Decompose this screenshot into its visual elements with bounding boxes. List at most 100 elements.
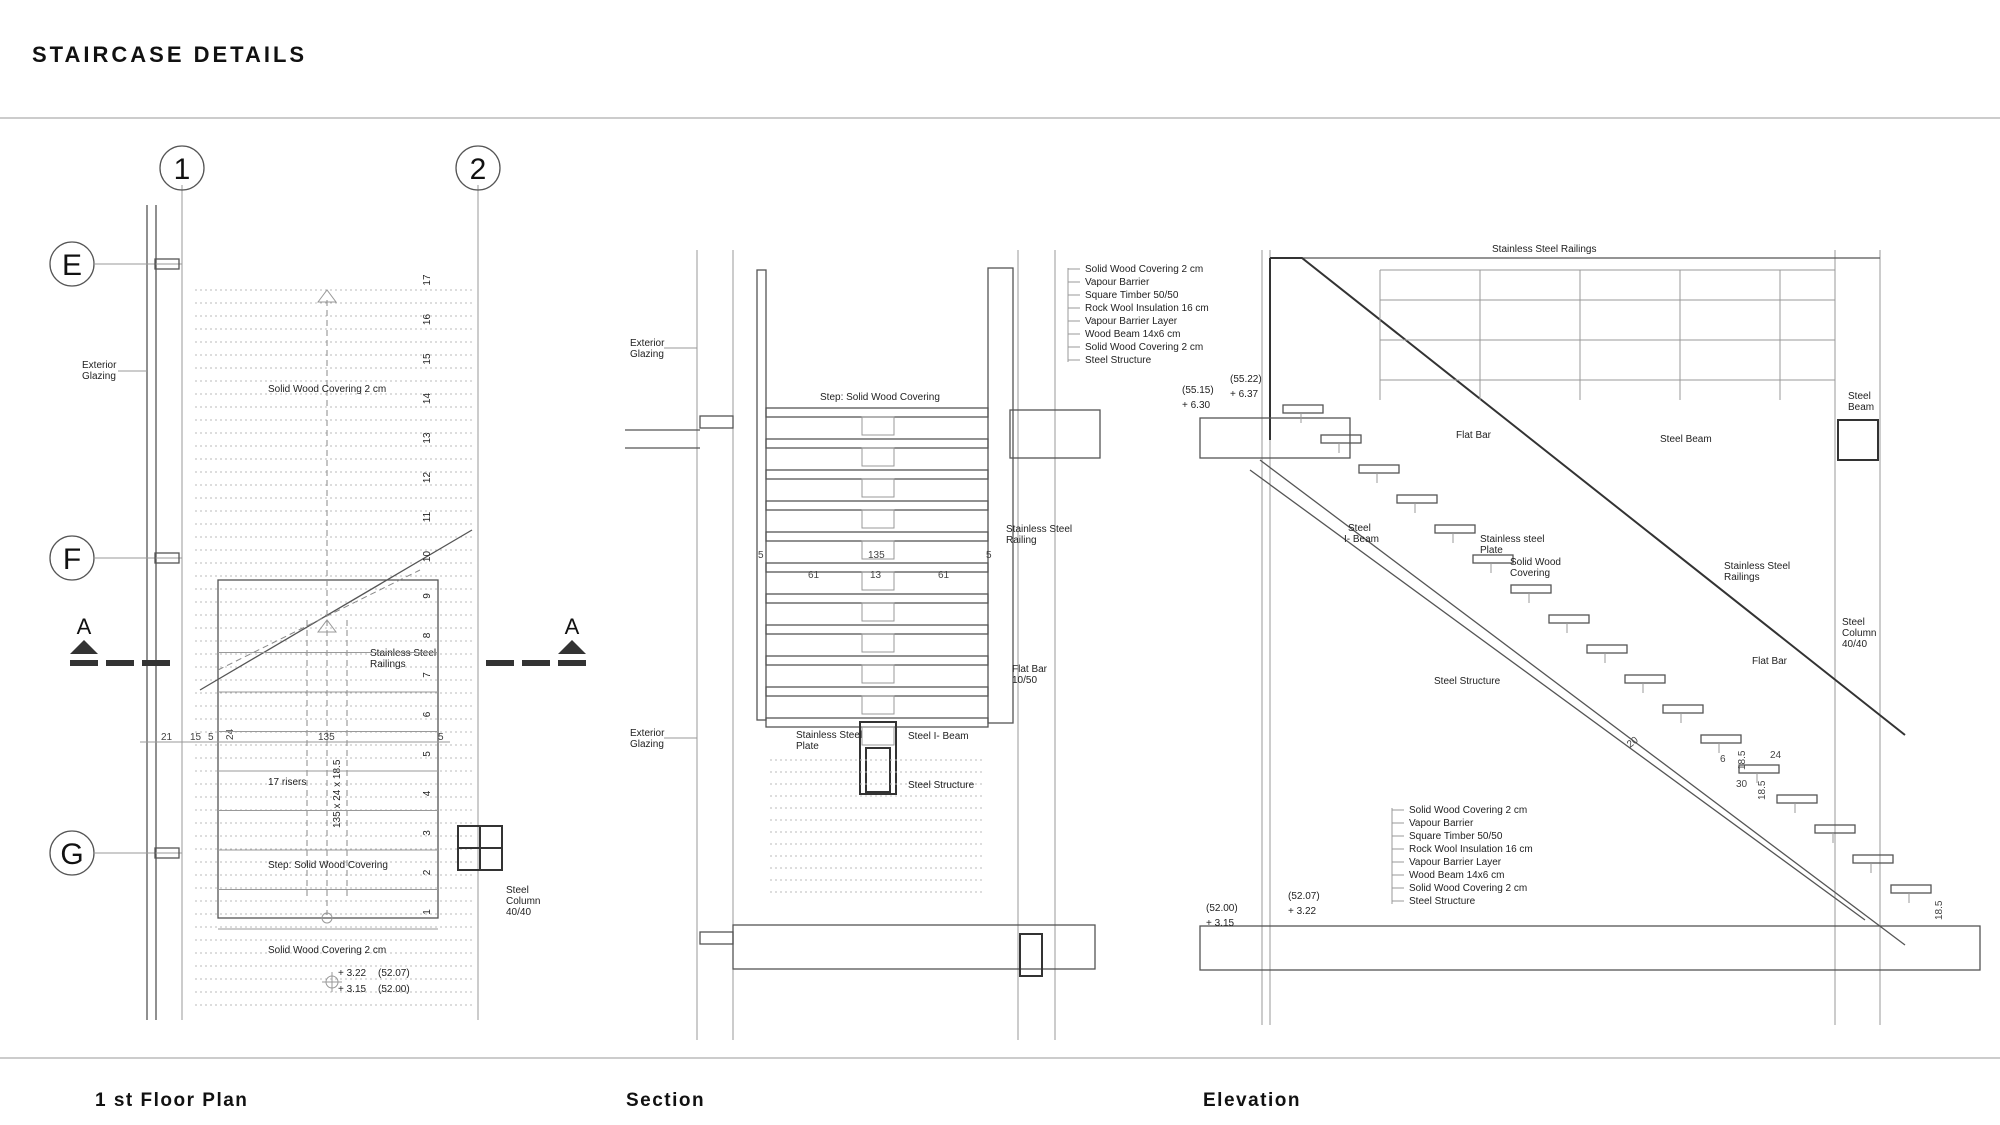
elevation-layer-label: Wood Beam 14x6 cm [1409, 870, 1504, 881]
section-support [861, 540, 895, 560]
plan-step-number: 11 [422, 511, 433, 522]
elevation-step [1776, 794, 1818, 804]
elevation-step [1624, 674, 1666, 684]
svg-text:+ 6.37: + 6.37 [1230, 389, 1259, 400]
section-step [765, 655, 989, 666]
section-support [861, 664, 895, 684]
plan-solid-wood-top: Solid Wood Covering 2 cm [268, 384, 386, 395]
plan-step-number: 1 [422, 909, 433, 915]
svg-text:18.5: 18.5 [1934, 900, 1945, 920]
floor-plan: 1 2 E F G A A Ext [49, 145, 586, 1020]
section-support [861, 602, 895, 622]
section-step [765, 438, 989, 449]
plan-step-number: 16 [422, 314, 433, 326]
elev-railings-top: Stainless Steel Railings [1492, 244, 1597, 255]
plan-risers: 17 risers [268, 777, 306, 788]
plan-solid-wood-bottom: Solid Wood Covering 2 cm [268, 945, 386, 956]
elevation-step [1890, 884, 1932, 894]
section-step [765, 500, 989, 511]
section-layer-label: Square Timber 50/50 [1085, 290, 1179, 301]
svg-text:Steel Structure: Steel Structure [908, 780, 975, 791]
section-step-label: Step: Solid Wood Covering [820, 392, 940, 403]
svg-text:(52.00): (52.00) [1206, 903, 1238, 914]
plan-step-number: 10 [422, 551, 433, 563]
elevation-layer-label: Vapour Barrier Layer [1409, 857, 1502, 868]
section-layer-label: Steel Structure [1085, 355, 1152, 366]
svg-text:135: 135 [868, 550, 885, 561]
svg-text:30: 30 [1736, 779, 1748, 790]
svg-text:5: 5 [438, 732, 444, 743]
plan-step-number: 4 [422, 790, 433, 796]
section-layer-label: Rock Wool Insulation 16 cm [1085, 303, 1209, 314]
svg-text:+ 3.15: + 3.15 [338, 984, 367, 995]
plan-step-number: 14 [422, 393, 433, 405]
svg-text:(55.15): (55.15) [1182, 385, 1214, 396]
section-support [861, 571, 895, 591]
grid-row-e: E [62, 249, 82, 282]
elevation-step [1814, 824, 1856, 834]
svg-text:5: 5 [986, 550, 992, 561]
section-support [861, 695, 895, 715]
svg-text:135: 135 [318, 732, 335, 743]
section-marker-right: A [565, 614, 580, 639]
plan-step-number: 17 [422, 274, 433, 286]
section-support [861, 509, 895, 529]
svg-text:18.5: 18.5 [1737, 750, 1748, 770]
svg-text:Flat Bar: Flat Bar [1752, 656, 1788, 667]
elevation-step [1662, 704, 1704, 714]
grid-row-f: F [63, 543, 81, 576]
elevation-layer-label: Steel Structure [1409, 896, 1476, 907]
section-step [765, 686, 989, 697]
plan-step-number: 5 [422, 751, 433, 757]
plan-step-number: 15 [422, 353, 433, 365]
section-layer-label: Vapour Barrier [1085, 277, 1150, 288]
plan-step-number: 6 [422, 711, 433, 717]
section-marker-left: A [77, 614, 92, 639]
page-title: STAIRCASE DETAILS [32, 42, 308, 67]
svg-text:(52.07): (52.07) [378, 968, 410, 979]
elevation-layer-label: Rock Wool Insulation 16 cm [1409, 844, 1533, 855]
elevation-step [1396, 494, 1438, 504]
elevation-layer-label: Square Timber 50/50 [1409, 831, 1503, 842]
plan-risers-dim: 135 x 24 x 18.5 [332, 759, 343, 828]
elevation-step [1700, 734, 1742, 744]
caption-section: Section [626, 1090, 706, 1111]
svg-text:6: 6 [1720, 754, 1726, 765]
elevation-layer-label: Solid Wood Covering 2 cm [1409, 805, 1527, 816]
section-layer-label: Wood Beam 14x6 cm [1085, 329, 1180, 340]
svg-text:Steel Beam: Steel Beam [1660, 434, 1712, 445]
plan-step-number: 7 [422, 672, 433, 678]
plan-step-number: 13 [422, 432, 433, 444]
grid-col-2: 2 [470, 153, 487, 186]
elevation-step [1852, 854, 1894, 864]
section-support [861, 478, 895, 498]
section-support [861, 416, 895, 436]
svg-text:61: 61 [808, 570, 820, 581]
svg-text:18.5: 18.5 [1757, 780, 1768, 800]
section-support [861, 726, 895, 746]
svg-text:+ 3.22: + 3.22 [338, 968, 367, 979]
caption-floor-plan: 1 st Floor Plan [95, 1090, 249, 1111]
svg-text:13: 13 [870, 570, 882, 581]
section-step [765, 469, 989, 480]
section-support [861, 447, 895, 467]
svg-text:15: 15 [190, 732, 202, 743]
svg-text:24: 24 [1770, 750, 1782, 761]
elevation-step [1320, 434, 1362, 444]
elevation-step [1548, 614, 1590, 624]
elevation-step [1510, 584, 1552, 594]
section-layer-label: Solid Wood Covering 2 cm [1085, 264, 1203, 275]
